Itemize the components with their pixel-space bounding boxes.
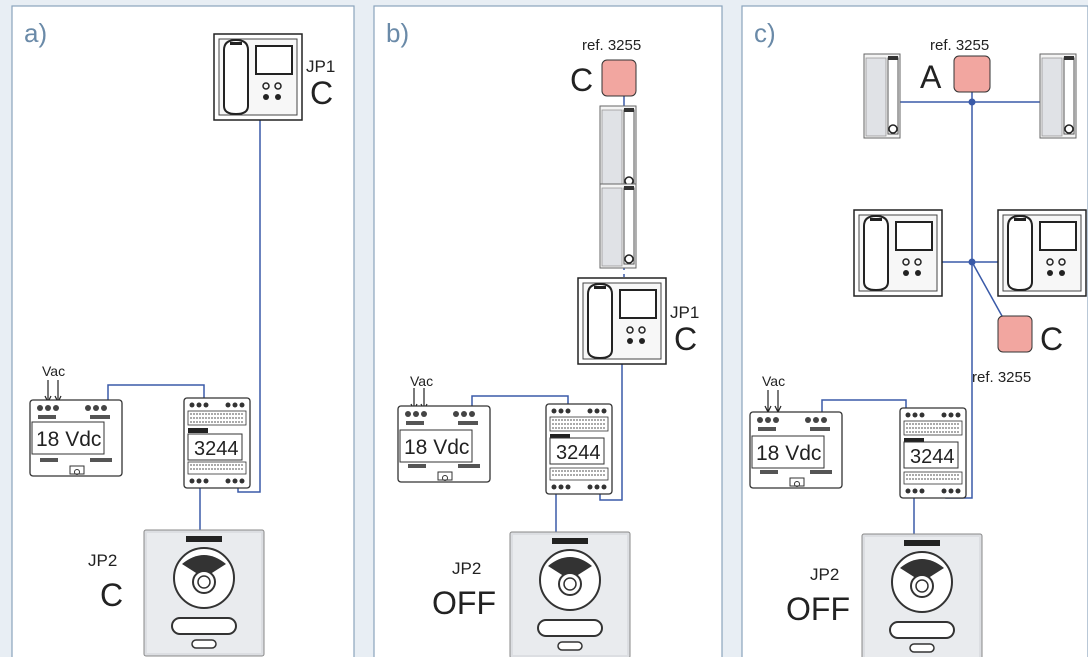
door-panel-icon	[509, 531, 631, 657]
psu-label: 18 Vdc	[36, 428, 101, 451]
vac-label: Vac	[410, 373, 433, 389]
ref-3255-value: C	[1040, 321, 1063, 357]
handset-icon	[599, 183, 637, 269]
jp2-label: JP2	[88, 551, 117, 570]
ref-3255-label: ref. 3255	[582, 37, 641, 54]
door-panel-icon	[143, 529, 265, 657]
monitor-icon	[577, 277, 667, 365]
jp1-value: C	[674, 321, 697, 357]
module-label: 3244	[556, 442, 601, 464]
monitor-icon	[997, 209, 1087, 297]
monitor-icon	[213, 33, 303, 121]
monitor-icon	[853, 209, 943, 297]
door-panel-icon	[861, 533, 983, 657]
jp1-label: JP1	[670, 303, 699, 322]
vac-label: Vac	[42, 363, 65, 379]
ref-3255-value: C	[570, 62, 593, 98]
ref-3255-label: ref. 3255	[930, 37, 989, 54]
module-label: 3244	[194, 438, 239, 460]
jp1-label: JP1	[306, 57, 335, 76]
panel-c-letter: c)	[754, 18, 776, 48]
resistor-3255	[601, 59, 637, 97]
jp2-label: JP2	[452, 559, 481, 578]
jp1-value: C	[310, 75, 333, 111]
jp2-label: JP2	[810, 565, 839, 584]
vac-label: Vac	[762, 373, 785, 389]
resistor-3255	[953, 55, 991, 93]
psu-label: 18 Vdc	[756, 442, 821, 465]
panel-c: c) ref. 3255 A C ref. 3255 Vac 18 Vdc	[749, 18, 1087, 657]
panel-b-letter: b)	[386, 18, 409, 48]
ref-3255-label: ref. 3255	[972, 369, 1031, 386]
resistor-3255	[997, 315, 1033, 353]
handset-icon	[1039, 53, 1077, 139]
ref-3255-value: A	[920, 59, 942, 95]
panel-b: b) ref. 3255 C JP1 C Vac 18 Vdc 3244 JP2…	[386, 18, 699, 657]
jp2-value: C	[100, 577, 123, 613]
jp2-value: OFF	[786, 591, 850, 627]
panel-a: a) JP1 C Vac 18 Vdc 3244 JP2 C	[24, 18, 335, 657]
handset-icon	[599, 105, 637, 191]
handset-icon	[863, 53, 901, 139]
jp2-value: OFF	[432, 585, 496, 621]
panel-a-letter: a)	[24, 18, 47, 48]
psu-label: 18 Vdc	[404, 436, 469, 459]
module-label: 3244	[910, 446, 955, 468]
